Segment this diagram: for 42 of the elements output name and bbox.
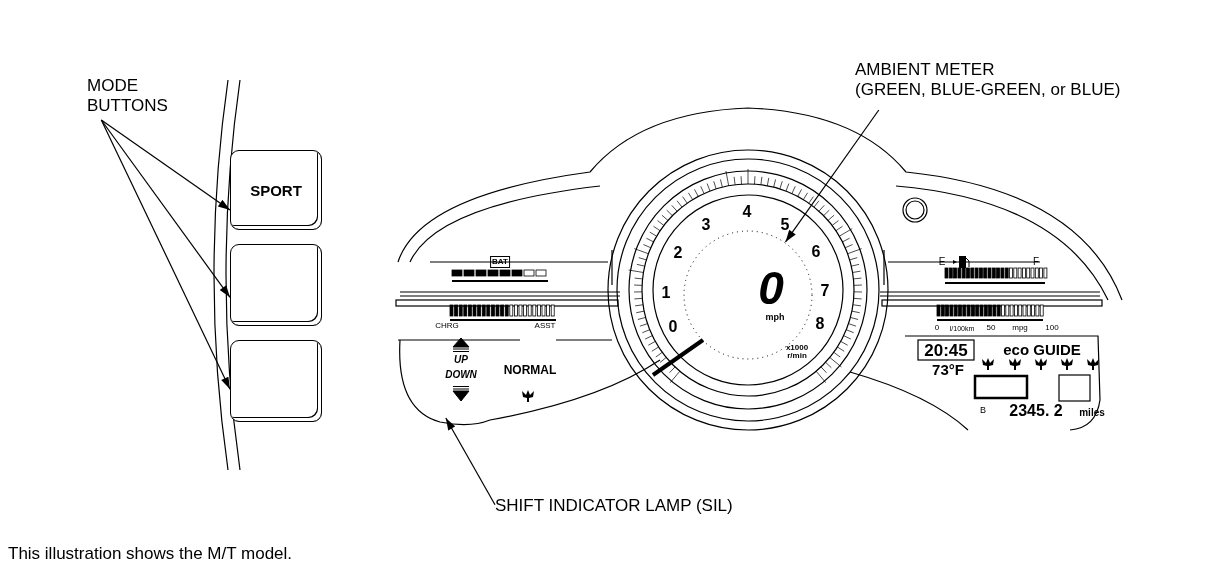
mode-button	[230, 244, 322, 326]
tachometer-number: 6	[811, 244, 821, 260]
leader-arrow	[445, 417, 496, 506]
leader-arrow	[100, 119, 231, 298]
shift-indicator-lamp: UP DOWN	[442, 338, 480, 418]
leader-arrow	[100, 119, 231, 390]
rpm-unit: x1000 r/min	[784, 344, 810, 360]
speed-unit: mph	[765, 312, 785, 322]
callout-text: MODE BUTTONS	[87, 76, 169, 116]
speed-readout: 0	[758, 265, 784, 311]
clock-readout: 20:45	[924, 341, 968, 359]
ambient-meter-ring	[683, 230, 813, 360]
tachometer-number: 0	[668, 319, 678, 335]
scale-unit: mpg	[1012, 324, 1028, 332]
battery-label: BAT	[490, 256, 510, 268]
temperature-readout: 73°F	[932, 361, 964, 377]
callout-text: SHIFT INDICATOR LAMP (SIL)	[495, 496, 734, 516]
tachometer-number: 1	[661, 285, 671, 301]
leader-arrow	[784, 109, 880, 243]
callout-text: AMBIENT METER	[855, 60, 996, 80]
tachometer-number: 3	[701, 217, 711, 233]
odometer-readout: 2345. 2	[1009, 403, 1063, 419]
trip-label: B	[980, 405, 986, 415]
scale-label: 0	[934, 324, 940, 332]
scale-label: 100	[1045, 324, 1059, 332]
charge-label: CHRG	[435, 322, 459, 330]
mode-button: SPORT	[230, 150, 322, 230]
tachometer-number: 8	[815, 316, 825, 332]
scale-label: 50	[986, 324, 996, 332]
fuel-empty-label: E	[938, 257, 946, 267]
caption: This illustration shows the M/T model.	[8, 545, 293, 562]
assist-label: ASST	[534, 322, 556, 330]
tachometer-number: 7	[820, 283, 830, 299]
callout-text: (GREEN, BLUE-GREEN, or BLUE)	[855, 79, 1122, 100]
leader-arrow	[100, 119, 231, 211]
mode-button	[230, 340, 322, 422]
tachometer-number: 4	[742, 204, 752, 220]
guide-heading: eco GUIDE	[1003, 341, 1081, 357]
tachometer-number: 2	[673, 245, 683, 261]
mode-indicator: NORMAL	[503, 364, 557, 376]
tachometer-number: 5	[780, 217, 790, 233]
fuel-full-label: F	[1032, 257, 1040, 267]
